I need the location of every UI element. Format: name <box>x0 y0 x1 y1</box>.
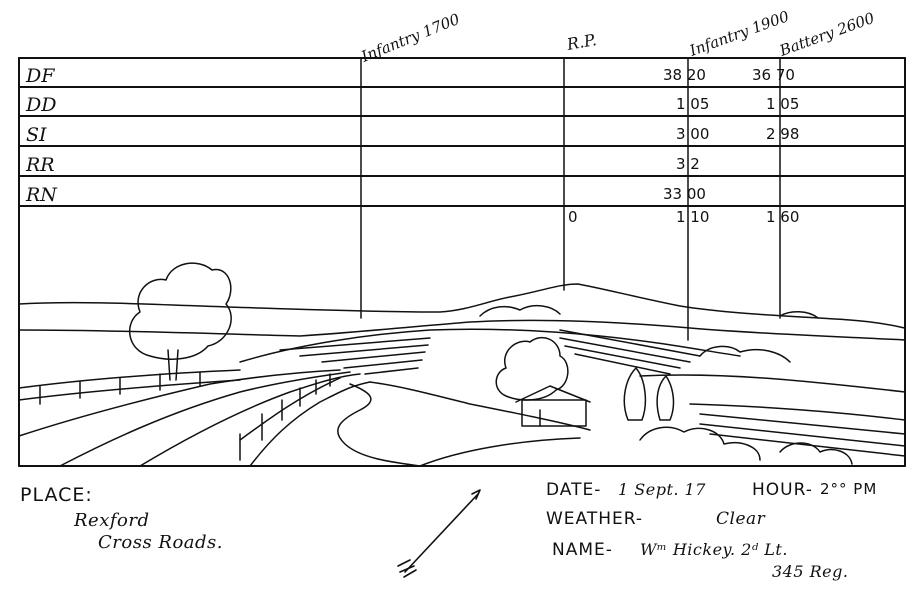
header-rp: R.P. <box>564 30 598 54</box>
value-inf1900-si: 3 00 <box>676 125 709 143</box>
place-label: PLACE: <box>20 484 93 506</box>
value-rp-base: 0 <box>568 208 578 226</box>
range-table-grid <box>18 57 906 467</box>
value-battery-base: 1 60 <box>766 208 799 226</box>
name-line-2: 345 Reg. <box>772 562 849 581</box>
row-label-rr: RR <box>25 154 55 176</box>
value-inf1900-rn: 33 00 <box>663 185 706 203</box>
place-line-2: Cross Roads. <box>98 532 224 553</box>
value-inf1900-rr: 3 2 <box>676 155 700 173</box>
name-label: NAME- <box>552 540 613 560</box>
hour-value: 2°° PM <box>820 480 878 498</box>
row-label-si: SI <box>26 124 47 146</box>
row-label-rn: RN <box>25 184 58 206</box>
value-battery-df: 36 70 <box>752 66 795 84</box>
header-battery-2600: Battery 2600 <box>776 9 877 60</box>
hour-label: HOUR- <box>752 480 813 500</box>
north-arrow-icon <box>397 489 481 578</box>
name-value: Wᵐ Hickey. 2ᵈ Lt. <box>640 540 788 559</box>
value-battery-si: 2 98 <box>766 125 799 143</box>
row-label-df: DF <box>25 65 55 87</box>
row-label-dd: DD <box>25 94 56 116</box>
weather-label: WEATHER- <box>546 509 644 529</box>
place-line-1: Rexford <box>74 510 150 531</box>
value-battery-dd: 1 05 <box>766 95 799 113</box>
header-infantry-1900: Infantry 1900 <box>686 7 792 60</box>
date-label: DATE- <box>546 480 602 500</box>
date-value: 1 Sept. 17 <box>618 480 706 499</box>
value-inf1900-df: 38 20 <box>663 66 706 84</box>
weather-value: Clear <box>716 509 766 529</box>
value-inf1900-base: 1 10 <box>676 208 709 226</box>
panorama-landscape <box>18 262 906 467</box>
value-inf1900-dd: 1 05 <box>676 95 709 113</box>
